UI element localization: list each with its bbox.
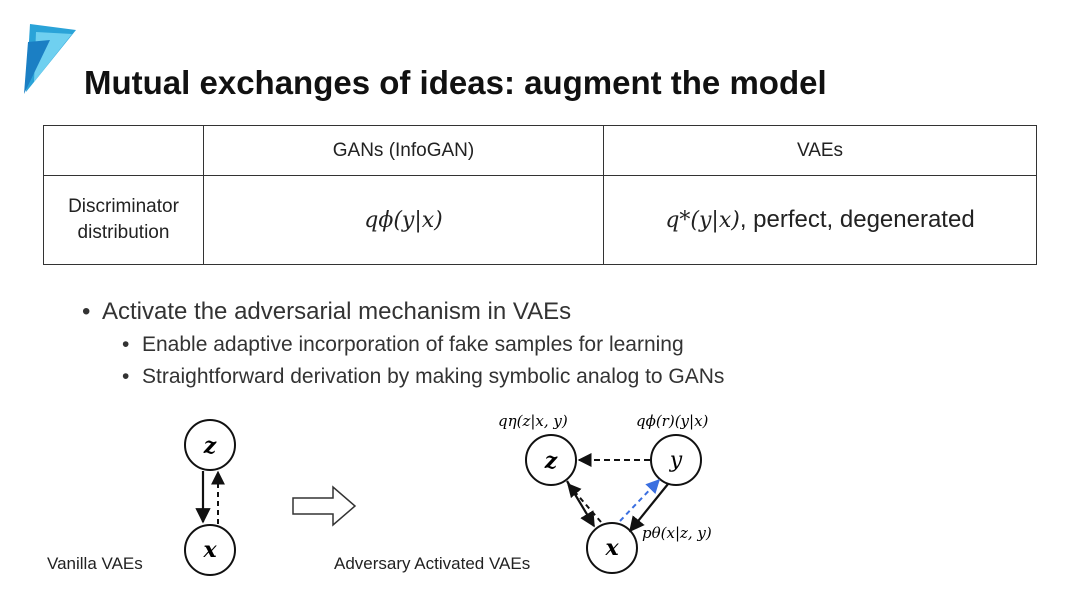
annotation-p-theta: pθ(x|z, y) (642, 524, 712, 542)
node-z-left (184, 419, 236, 471)
adversary-vae-graph: z y x qη(z|x, y) qϕ(r)(y|x) pθ(x|z, y) A… (334, 412, 712, 574)
edge-y-to-x (629, 483, 669, 533)
row-label: Discriminator distribution (43, 175, 204, 265)
caption-vanilla: Vanilla VAEs (47, 554, 143, 573)
vae-cell: q*(y|x), perfect, degenerated (603, 175, 1037, 265)
bullet-main-text: Activate the adversarial mechanism in VA… (102, 298, 572, 325)
node-z-right (525, 434, 577, 486)
node-x-right (586, 522, 638, 574)
vae-description: , perfect, degenerated (739, 206, 975, 233)
bullet-list: • Activate the adversarial mechanism in V… (82, 295, 724, 393)
table-header-row: GANs (InfoGAN) VAEs (43, 125, 1037, 176)
table-row: Discriminator distribution qϕ(y|x) q*(y|… (43, 175, 1037, 265)
gan-cell: qϕ(y|x) (203, 175, 604, 265)
edge-x-to-y-blue-dashed (619, 478, 660, 522)
node-z-right-label: z (544, 448, 558, 474)
node-y-right (650, 434, 702, 486)
transition-arrow-icon (292, 485, 357, 527)
gan-formula: qϕ(y|x) (364, 207, 443, 233)
bullet-main: • Activate the adversarial mechanism in V… (82, 295, 724, 329)
bullet-sub-2-text: Straightforward derivation by making sym… (142, 365, 725, 388)
row-label-line2: distribution (77, 222, 170, 243)
row-label-line1: Discriminator (68, 196, 179, 217)
vae-formula: q*(y|x) (665, 208, 740, 233)
table-header-gans: GANs (InfoGAN) (203, 125, 604, 176)
annotation-q-phi-r: qϕ(r)(y|x) (636, 412, 709, 430)
node-z-left-label: z (203, 433, 217, 459)
bullet-dot: • (82, 298, 91, 325)
comparison-table: GANs (InfoGAN) VAEs Discriminator distri… (43, 125, 1037, 265)
slide-title: Mutual exchanges of ideas: augment the m… (84, 64, 827, 101)
vanilla-vae-graph: z x Vanilla VAEs (47, 419, 236, 576)
bullet-dot: • (122, 333, 130, 356)
caption-adversary: Adversary Activated VAEs (334, 554, 530, 573)
bullet-sub-1: • Enable adaptive incorporation of fake s… (122, 329, 724, 361)
bullet-sub-2: • Straightforward derivation by making sy… (122, 361, 724, 393)
bullet-dot: • (122, 365, 130, 388)
node-x-left-label: x (202, 537, 217, 563)
node-x-left (184, 524, 236, 576)
node-y-right-label: y (669, 448, 683, 473)
node-x-right-label: x (604, 535, 619, 561)
table-header-empty (43, 125, 204, 176)
bullet-sub-1-text: Enable adaptive incorporation of fake sa… (142, 333, 684, 356)
logo-icon (24, 24, 76, 94)
annotation-q-eta: qη(z|x, y) (498, 412, 568, 430)
